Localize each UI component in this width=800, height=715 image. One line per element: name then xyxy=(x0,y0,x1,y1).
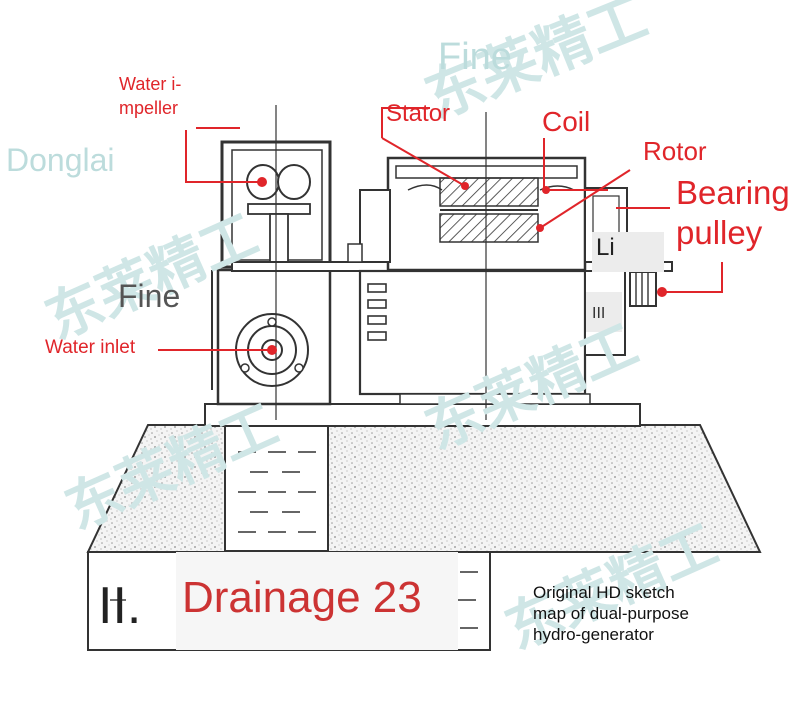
leader-lines xyxy=(158,107,723,351)
label-pulley: pulley xyxy=(676,214,763,251)
tag-li: Li xyxy=(596,234,615,261)
caption-line3: hydro-generator xyxy=(533,625,654,644)
label-water-impeller-line2: mpeller xyxy=(119,98,179,118)
label-bearing: Bearing xyxy=(676,174,790,211)
banner-bg xyxy=(176,552,458,650)
caption-line1: Original HD sketch xyxy=(533,583,675,602)
label-water-inlet: Water inlet xyxy=(45,337,136,358)
label-coil: Coil xyxy=(542,106,591,137)
tag-iii: III xyxy=(592,305,606,322)
label-rotor: Rotor xyxy=(643,136,707,166)
drain-pit xyxy=(110,424,478,629)
label-water-impeller-line1: Water i- xyxy=(119,74,182,94)
tag-li-bg xyxy=(592,232,664,272)
caption-line2: map of dual-purpose xyxy=(533,604,689,623)
generator-body xyxy=(231,105,673,420)
tag-iii-bg xyxy=(586,292,622,332)
watermark-fine-top: Fine xyxy=(438,36,512,78)
leader-dots xyxy=(257,177,667,355)
banner-title: Drainage 23 xyxy=(182,573,422,622)
label-stator: Stator xyxy=(386,100,451,127)
watermark-fine-left: Fine xyxy=(118,278,181,314)
banner-numeral: II. xyxy=(98,577,142,635)
watermark-donglai: Donglai xyxy=(6,142,115,178)
